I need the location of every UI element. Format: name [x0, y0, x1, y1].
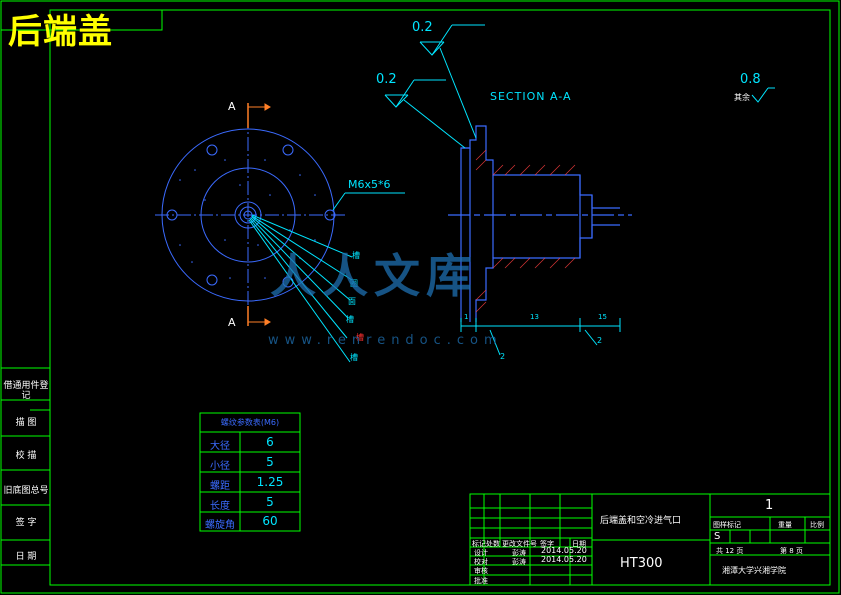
thread-callout: M6x5*6	[348, 178, 391, 191]
balloon-right: 2	[597, 336, 603, 345]
side-label-1: 借通用件登记	[3, 381, 49, 401]
role-review: 审核	[474, 567, 488, 575]
side-label-5: 签 字	[15, 518, 37, 528]
side-strip-lines	[0, 367, 50, 585]
roughness-value-1: 0.2	[412, 20, 433, 35]
sheet-number: 第 8 页	[780, 547, 803, 555]
date-design: 2014.05.20	[541, 546, 587, 555]
radial-note-1: 槽	[352, 251, 360, 260]
radial-note-6: 槽	[350, 353, 358, 362]
balloon-left: 2	[500, 352, 506, 361]
front-view-centerlines	[155, 115, 345, 315]
thread-row-value: 6	[266, 435, 274, 449]
section-marker-top: A	[228, 100, 236, 113]
thread-table-grid	[199, 412, 301, 532]
rev-header-5: 日期	[572, 540, 586, 548]
roughness-value-2: 0.2	[376, 72, 397, 87]
thread-row-value: 5	[266, 455, 274, 469]
thread-row-value: 5	[266, 495, 274, 509]
name-check: 彭涛	[512, 558, 526, 566]
radial-note-3: 面	[348, 297, 356, 306]
name-design: 彭涛	[512, 549, 526, 557]
section-hatching	[475, 149, 576, 313]
thread-row-value: 60	[262, 514, 278, 528]
roughness-symbol-3	[751, 87, 775, 103]
role-design: 设计	[474, 549, 488, 557]
rev-header-3: 更改文件号	[502, 540, 537, 548]
scale-header-3: 比例	[810, 521, 824, 529]
scale-header-1: 图样标记	[713, 521, 741, 529]
dim-15: 15	[598, 313, 607, 321]
thread-row-name: 螺距	[210, 481, 230, 492]
thread-row-name: 大径	[210, 441, 230, 452]
roughness-value-3: 0.8	[740, 72, 761, 87]
school-name: 湘潭大学兴湘学院	[722, 566, 786, 575]
watermark-url: www.renrendoc.com	[268, 333, 503, 348]
rev-header-1: 标记	[472, 540, 486, 548]
section-dimensions	[460, 318, 621, 356]
sheet-mark: S	[714, 531, 721, 542]
rev-header-2: 处数	[486, 540, 500, 548]
section-view	[460, 125, 620, 322]
inner-frame	[49, 9, 831, 586]
dim-13: 13	[530, 313, 539, 321]
part-name: 后端盖和空冷进气口	[600, 516, 682, 526]
title-block-grid	[469, 493, 831, 586]
radial-leaders	[248, 214, 353, 363]
dim-1: 1	[464, 313, 469, 321]
role-check: 校对	[474, 558, 488, 566]
drawing-number: 1	[765, 498, 774, 513]
section-marker-bottom: A	[228, 316, 236, 329]
title-box	[1, 10, 163, 31]
date-check: 2014.05.20	[541, 555, 587, 564]
thread-table-header: 螺纹参数表(M6)	[220, 418, 280, 427]
thread-row-name: 螺旋角	[205, 520, 235, 531]
thread-row-name: 小径	[210, 461, 230, 472]
material: HT300	[620, 556, 663, 571]
radial-note-5: 槽	[356, 333, 364, 342]
thread-row-name: 长度	[210, 501, 230, 512]
radial-note-2: 圈	[350, 279, 358, 288]
drawing-title: 后端盖	[8, 12, 113, 52]
side-label-4: 旧底图总号	[3, 486, 49, 496]
side-label-3: 校 描	[15, 451, 37, 461]
thread-row-value: 1.25	[256, 475, 284, 489]
scale-header-2: 重量	[778, 521, 792, 529]
side-label-6: 日 期	[15, 552, 37, 562]
section-label: SECTION A-A	[490, 90, 572, 103]
radial-note-4: 槽	[346, 315, 354, 324]
rev-header-4: 签字	[540, 540, 554, 548]
section-cut-markers	[247, 103, 271, 326]
roughness-prefix: 其余	[734, 93, 750, 102]
roughness-symbol-1	[419, 24, 485, 139]
sheet-total: 共 12 页	[716, 547, 744, 555]
role-approve: 批准	[474, 577, 488, 585]
watermark-text: 人人文库	[270, 249, 478, 303]
side-label-2: 描 图	[15, 418, 37, 428]
thread-leader	[332, 192, 405, 211]
roughness-symbol-2	[384, 79, 466, 149]
